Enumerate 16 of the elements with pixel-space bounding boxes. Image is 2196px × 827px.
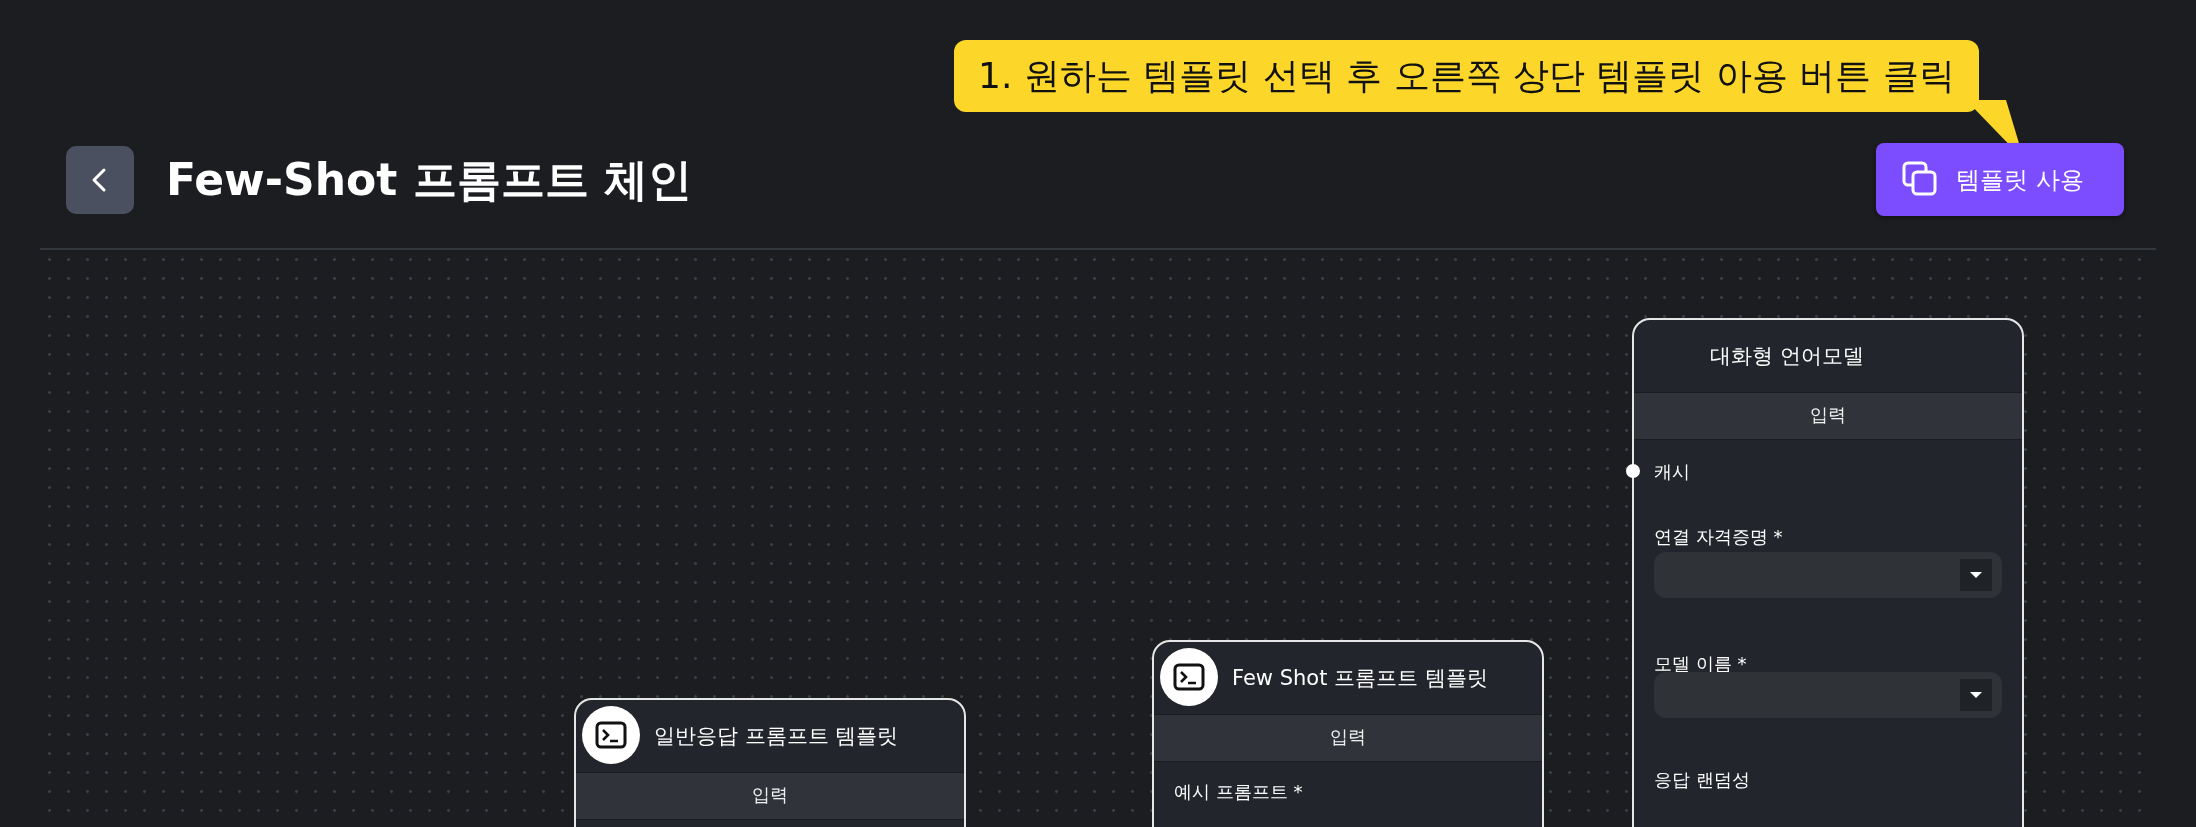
callout-bubble: 1. 원하는 템플릿 선택 후 오른쪽 상단 템플릿 아용 버튼 클릭 [954,40,1979,112]
section-header: 입력 [1329,725,1367,749]
node-title: 일반응답 프롬프트 템플릿 [654,723,899,750]
use-template-button: 템플릿 사용 [1876,143,2124,216]
node-title: Few Shot 프롬프트 템플릿 [1232,665,1488,692]
field-label: 예시 프롬프트 * [1174,780,1303,804]
field-label: 캐시 [1654,460,1690,484]
field-label: 연결 자격증명 * [1654,525,1783,549]
node-card [574,698,966,827]
field-label: 응답 랜덤성 [1654,768,1750,792]
page-title: Few-Shot 프롬프트 체인 [166,153,692,207]
field-label: 모델 이름 * [1654,652,1747,676]
section-header: 입력 [1809,403,1847,427]
node-title: 대화형 언어모델 [1710,343,1864,370]
section-header: 입력 [751,783,789,807]
node-card [1152,640,1544,827]
